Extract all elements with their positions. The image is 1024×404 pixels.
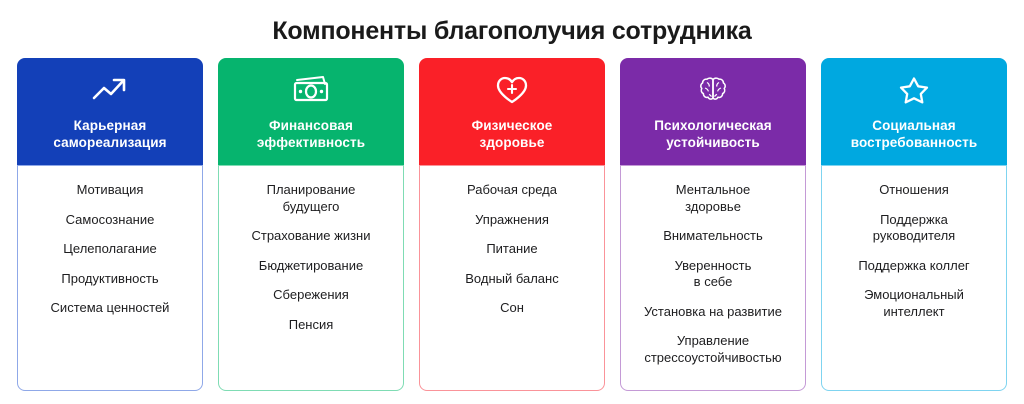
list-item: Управление стрессоустойчивостью (644, 333, 782, 365)
card-title: Социальная востребованность (850, 118, 978, 150)
list-item: Питание (486, 241, 538, 256)
brain-icon (696, 74, 730, 108)
list-item: Ментальное здоровье (675, 182, 751, 214)
cards-row: Карьерная самореализация Мотивация Самос… (0, 58, 1024, 391)
list-item: Самосознание (65, 211, 155, 227)
list-item: Уверенность в себе (674, 257, 752, 290)
list-item: Целеполагание (63, 241, 157, 256)
card-body: Планирование будущего Страхование жизни … (218, 165, 404, 391)
list-item: Установка на развитие (644, 303, 782, 319)
list-item: Страхование жизни (251, 228, 371, 243)
card-career-self-realization: Карьерная самореализация Мотивация Самос… (17, 58, 203, 391)
card-physical-health: Физическое здоровье Рабочая среда Упражн… (419, 58, 605, 391)
list-item: Продуктивность (61, 270, 159, 286)
card-body: Рабочая среда Упражнения Питание Водный … (419, 165, 605, 391)
list-item: Отношения (879, 182, 949, 197)
list-item: Сон (500, 300, 524, 315)
heart-plus-icon (494, 74, 530, 108)
card-body: Отношения Поддержка руководителя Поддерж… (821, 165, 1007, 391)
card-header: Финансовая эффективность (218, 58, 404, 165)
card-psychological-resilience: Психологическая устойчивость Ментальное … (620, 58, 806, 391)
list-item: Сбережения (273, 287, 349, 302)
list-item: Бюджетирование (258, 257, 364, 273)
page-title: Компоненты благополучия сотрудника (272, 17, 752, 45)
list-item: Внимательность (663, 228, 763, 243)
list-item: Система ценностей (50, 300, 170, 315)
list-item: Поддержка коллег (858, 257, 970, 273)
card-title: Карьерная самореализация (53, 118, 167, 150)
list-item: Рабочая среда (466, 182, 557, 197)
card-body: Мотивация Самосознание Целеполагание Про… (17, 165, 203, 391)
list-item: Эмоциональный интеллект (864, 287, 964, 319)
list-item: Мотивация (76, 182, 144, 197)
list-item: Поддержка руководителя (872, 211, 956, 244)
card-header: Психологическая устойчивость (620, 58, 806, 165)
list-item: Планирование будущего (266, 182, 356, 214)
trending-up-arrow-icon (91, 74, 129, 108)
card-header: Карьерная самореализация (17, 58, 203, 165)
card-title: Психологическая устойчивость (654, 118, 772, 150)
list-item: Пенсия (288, 316, 334, 332)
list-item: Упражнения (475, 211, 549, 227)
card-social-relevance: Социальная востребованность Отношения По… (821, 58, 1007, 391)
card-title: Физическое здоровье (471, 118, 553, 150)
card-header: Социальная востребованность (821, 58, 1007, 165)
card-header: Физическое здоровье (419, 58, 605, 165)
banknotes-money-icon (290, 74, 332, 108)
list-item: Водный баланс (465, 270, 559, 286)
card-title: Финансовая эффективность (256, 118, 366, 150)
card-body: Ментальное здоровье Внимательность Увере… (620, 165, 806, 391)
star-icon (896, 74, 932, 108)
card-financial-effectiveness: Финансовая эффективность Планирование бу… (218, 58, 404, 391)
